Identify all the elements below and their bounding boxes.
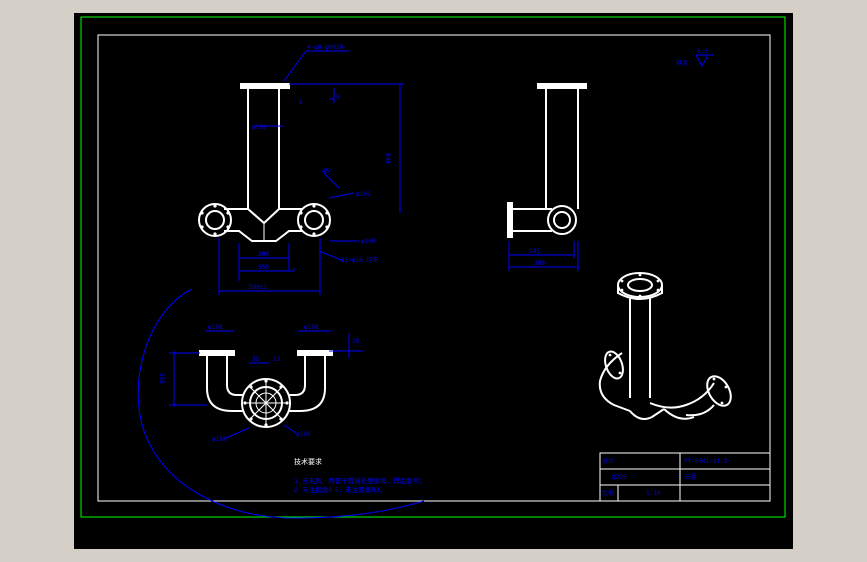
side-dim-texts: 245 399	[529, 248, 545, 267]
dim-holes: 35×φ18 均布	[341, 256, 378, 264]
dim-6: 6	[299, 99, 303, 106]
designer-label: 设计	[602, 457, 614, 465]
dim-flange-spec: 4-φ8-φ0010	[307, 44, 344, 51]
scale-label: 比例	[602, 489, 614, 497]
surface-finish-symbol	[695, 54, 714, 68]
front-dim-texts: 4-φ8-φ0010 6 5 φ102 848 45° φ102 φ200 35…	[249, 44, 391, 291]
dim-pipe-dia-top: φ102	[252, 124, 267, 131]
part-name: 三通	[684, 473, 696, 481]
plan-dim-lines	[169, 330, 364, 440]
dim-plan-336: 336	[158, 373, 165, 384]
isometric-view	[598, 272, 732, 420]
dim-plan-12: 12	[273, 356, 281, 363]
dim-plan-190: φ190	[296, 431, 311, 438]
dim-side-245: 245	[529, 248, 540, 255]
dim-plan-35: 35	[252, 356, 260, 363]
drawing-number: YY-0001-01-2	[684, 458, 728, 465]
front-bolt-holes	[200, 204, 329, 236]
surface-finish-label: 其余	[676, 59, 688, 67]
side-view	[507, 83, 587, 238]
dim-overall-front: 580±1	[249, 284, 267, 291]
plan-bolt-holes	[243, 379, 289, 427]
plan-dim-texts: φ108 φ108 15 35 12 336 φ185 φ190	[158, 324, 360, 443]
section-arc	[137, 288, 425, 519]
dim-plan-15: 15	[352, 338, 360, 345]
front-dim-lines	[218, 50, 404, 295]
side-dim-lines	[508, 241, 579, 271]
title-block	[599, 452, 771, 502]
plan-view	[199, 350, 333, 428]
cad-viewport[interactable]: 4-φ8-φ0010 6 5 φ102 848 45° φ102 φ200 35…	[74, 13, 793, 549]
dim-plan-left: φ108	[208, 324, 223, 331]
dim-plan-right: φ108	[304, 324, 319, 331]
surface-finish-value: 6.3	[697, 48, 708, 55]
dim-5: 5	[336, 94, 340, 101]
dim-height: 848	[384, 153, 391, 164]
scale-value: 1:10	[646, 490, 661, 497]
drawing-canvas: 4-φ8-φ0010 6 5 φ102 848 45° φ102 φ200 35…	[80, 16, 786, 519]
inner-frame	[97, 34, 771, 502]
front-view	[198, 83, 331, 242]
dim-plan-185: φ185	[212, 436, 227, 443]
dim-side-399: 399	[534, 260, 545, 267]
tech-req-title: 技术要求	[294, 457, 322, 466]
tech-req-line2: 2. 未注倒角0.5，未注圆角R3。	[294, 485, 386, 494]
title-block-texts: YY-0001-01-2 设计 Q235 三通 比例 1:10	[602, 457, 728, 497]
outer-frame	[80, 16, 786, 518]
tech-req-line1: 1. 去毛刺，两管子焊接处要倒角，焊后磨平；	[294, 476, 426, 485]
tech-requirements: 技术要求	[294, 457, 322, 466]
dim-200: 200	[258, 251, 269, 258]
iso-bolt-holes	[608, 273, 728, 405]
dim-angle: 45°	[322, 168, 333, 175]
dim-pipe-dia-mid: φ102	[356, 191, 371, 198]
dim-flange-dia-front: φ200	[361, 238, 376, 245]
material: Q235	[612, 474, 627, 481]
dim-350: 350	[258, 264, 269, 271]
